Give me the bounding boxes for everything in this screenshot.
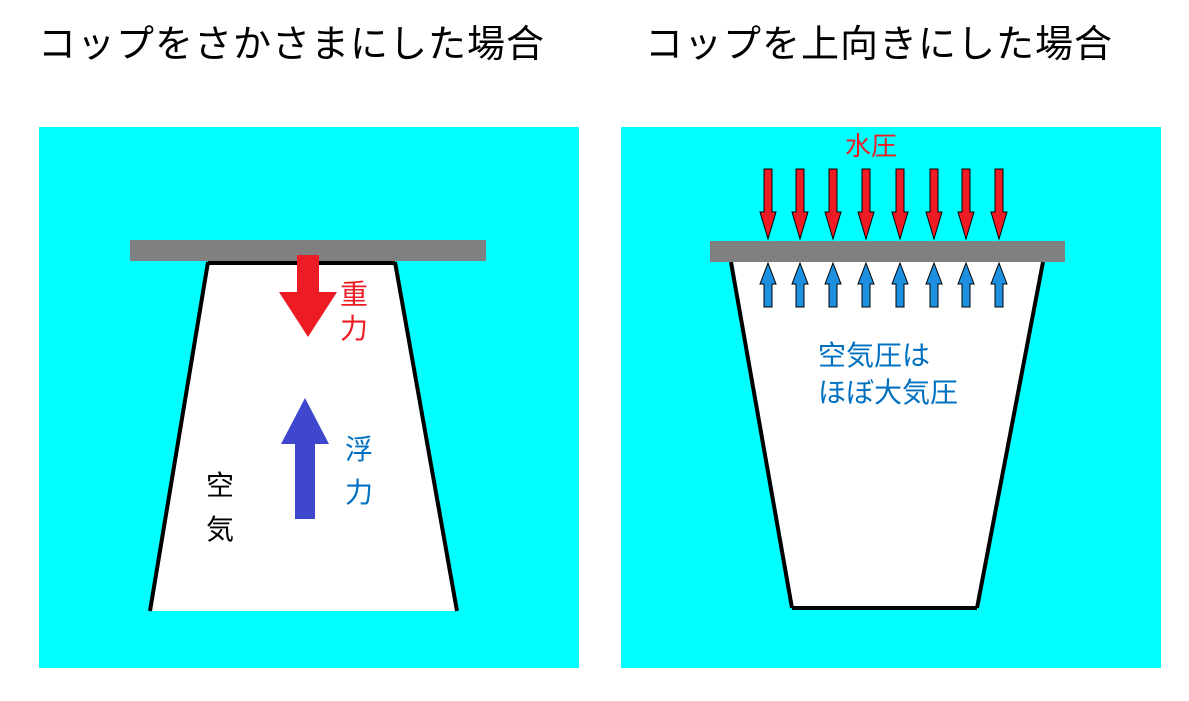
water-pressure-arrow [857,168,875,241]
air-pressure-arrows [759,261,1008,308]
title-inverted-cup: コップをさかさまにした場合 [38,22,546,66]
cup-left-wall [729,261,794,609]
water-pressure-arrow [990,168,1008,241]
gray-plate [130,240,486,261]
air-label-2: 気 [206,513,234,546]
gravity-label-2: 力 [340,312,368,345]
air-pressure-label-line-1: 空気圧は [818,339,930,372]
water-pressure-arrow [759,168,777,241]
gray-plate [710,241,1065,262]
air-pressure-arrow [925,261,943,308]
cup-left-wall [148,261,210,612]
inverted-cup-panel: 重 力 浮 力 空 気 [39,127,579,668]
buoyancy-arrow [281,398,329,519]
water-pressure-label: 水圧 [845,132,897,162]
air-pressure-label-line-2: ほぼ大気圧 [818,376,958,409]
air-pressure-arrow [824,261,842,308]
water-pressure-arrow [925,168,943,241]
water-pressure-arrow [891,168,909,241]
air-pressure-arrow [891,261,909,308]
water-pressure-arrows [759,168,1008,241]
air-pressure-arrow [957,261,975,308]
air-pressure-arrow [791,261,809,308]
gravity-label-1: 重 [340,278,368,311]
air-pressure-arrow [857,261,875,308]
cup-right-wall [393,261,459,612]
upright-cup-panel: 水圧 空気圧は ほぼ大気圧 [621,127,1161,668]
buoyancy-label-2: 力 [345,476,373,509]
water-pressure-arrow [957,168,975,241]
air-pressure-arrow [990,261,1008,308]
gravity-arrow [279,255,337,337]
title-upright-cup: コップを上向きにした場合 [645,22,1114,66]
cup-right-wall [975,261,1045,609]
air-pressure-arrow [759,261,777,308]
buoyancy-label-1: 浮 [345,433,373,466]
cup-body [731,262,1043,608]
water-pressure-arrow [824,168,842,241]
water-pressure-arrow [791,168,809,241]
air-label-1: 空 [206,469,234,502]
